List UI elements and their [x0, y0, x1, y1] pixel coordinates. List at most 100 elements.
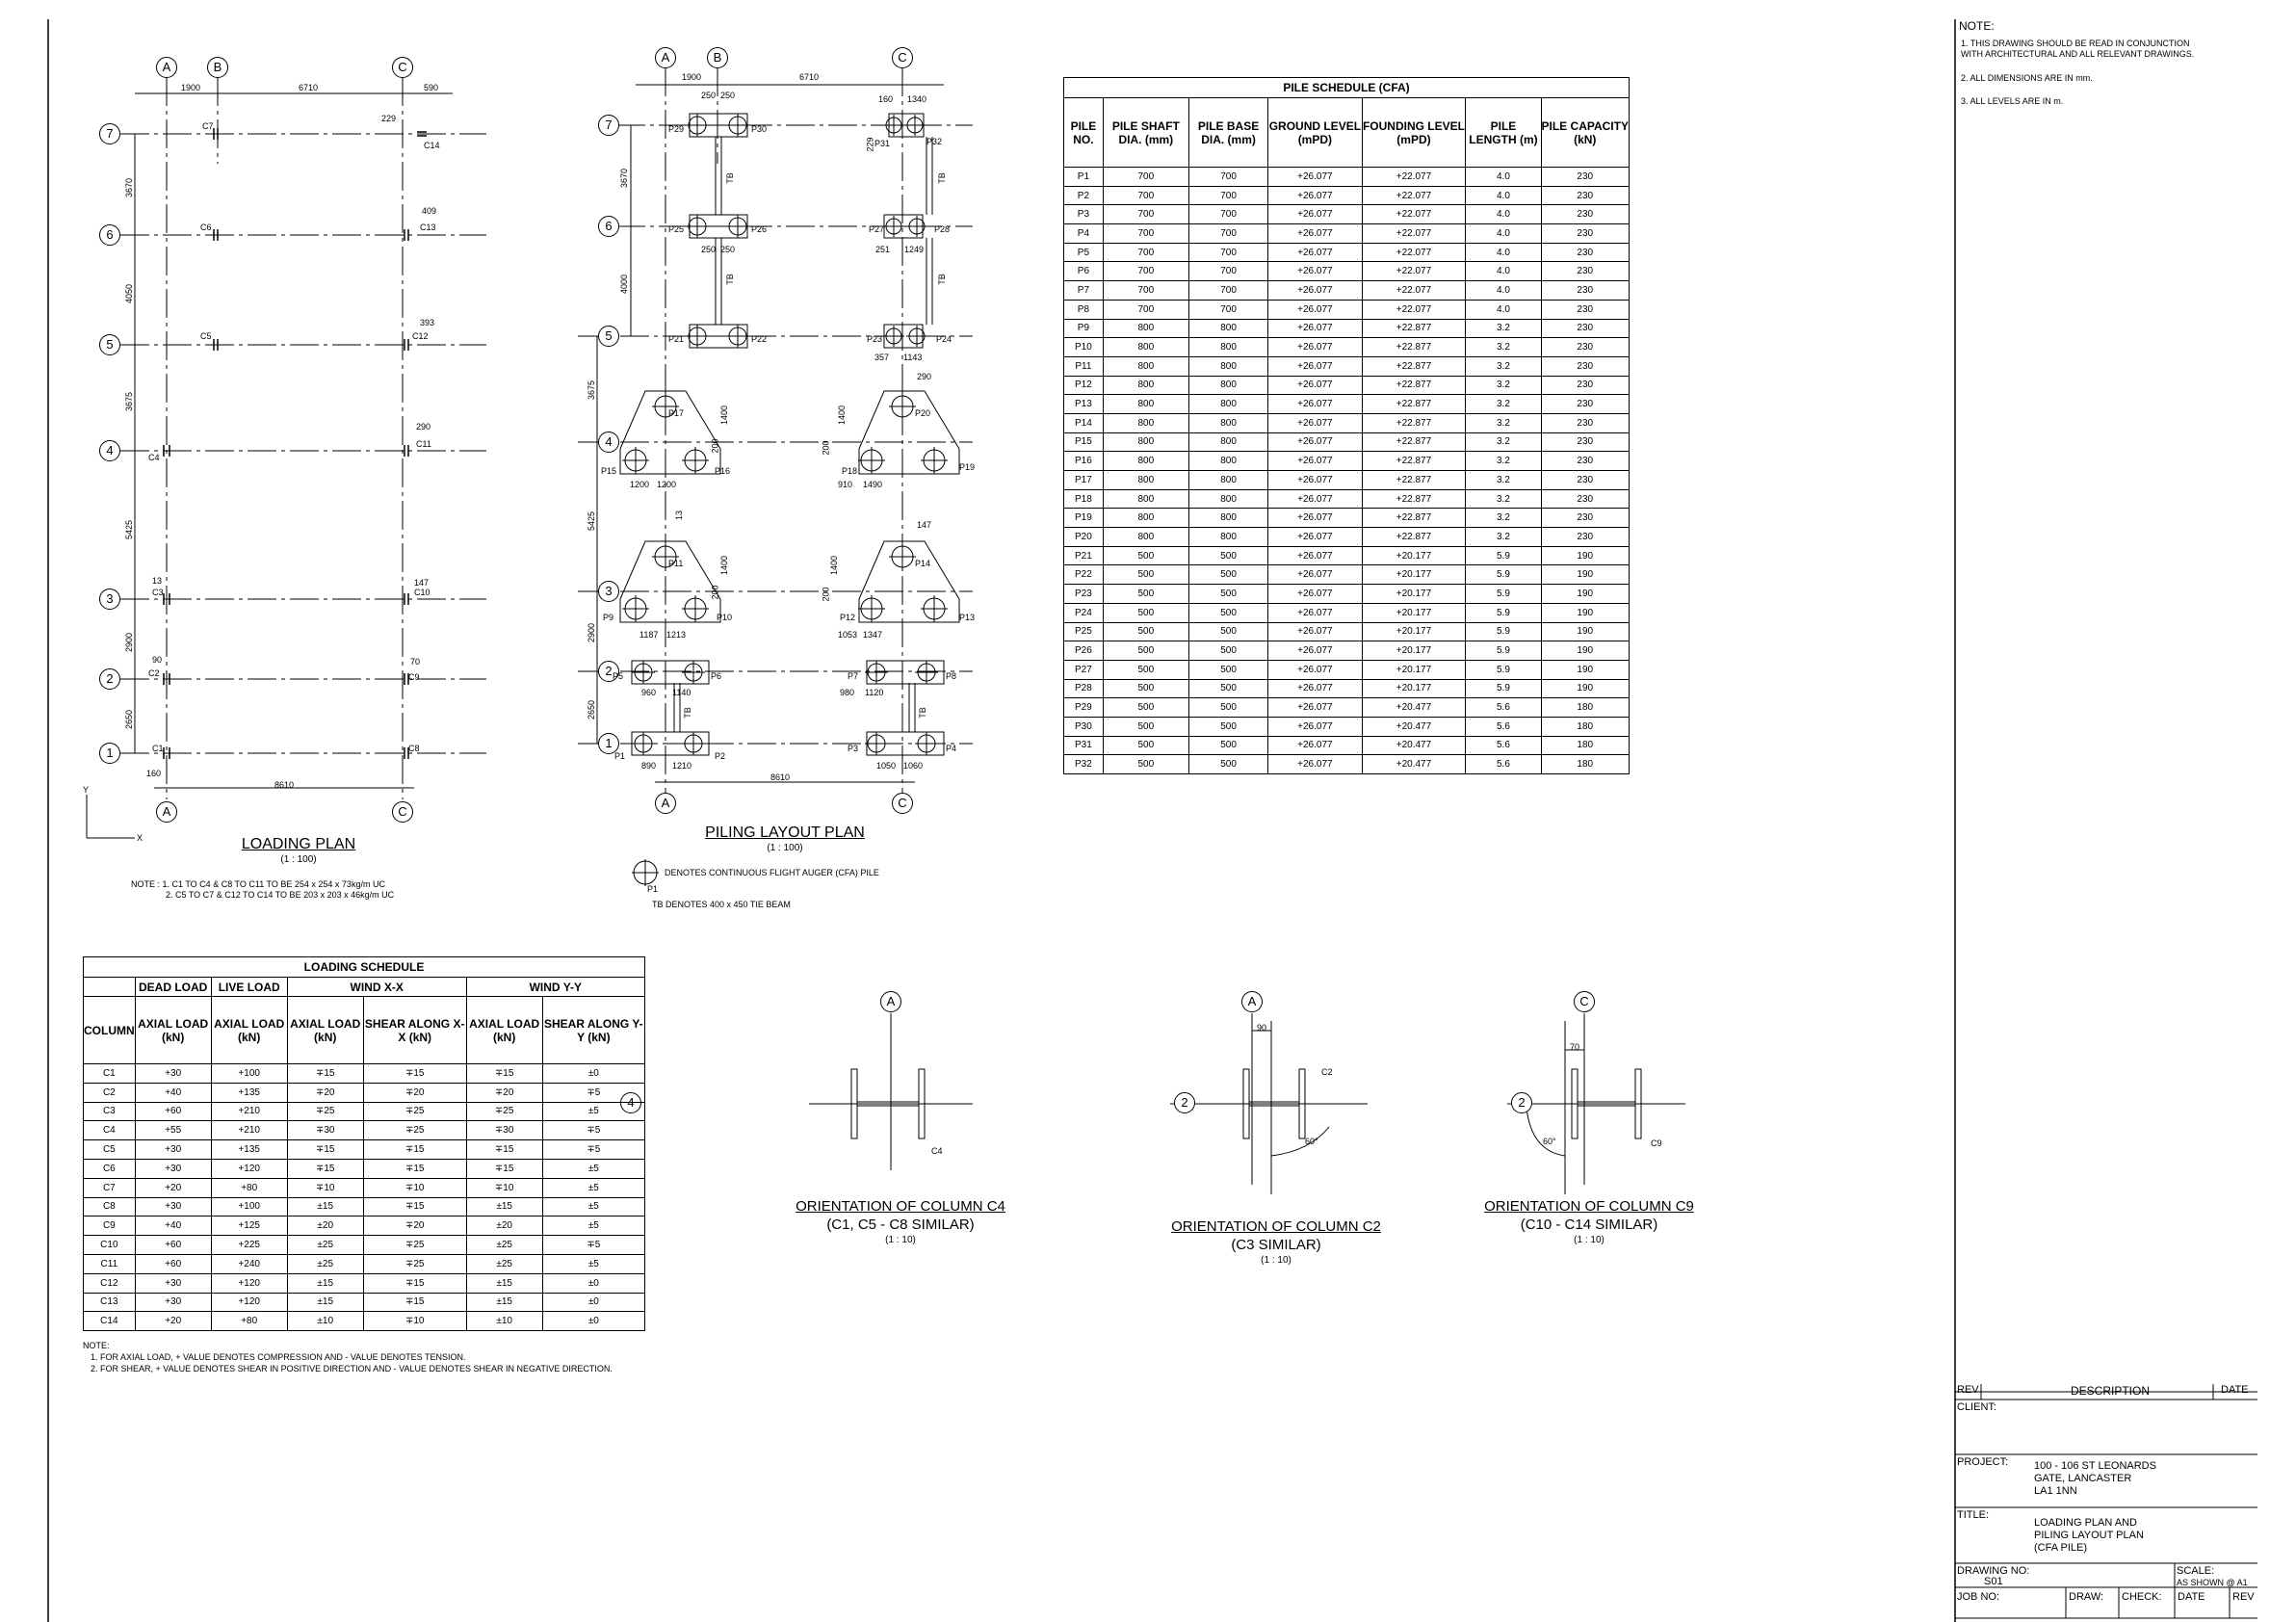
tb-rev2: REV: [2232, 1591, 2255, 1603]
table-cell: 190: [1540, 545, 1630, 566]
table-cell: C4: [83, 1120, 136, 1141]
pile-label-P30: P30: [751, 124, 768, 134]
table-cell: ∓5: [541, 1120, 646, 1141]
detail-grid-bubble-A: A: [880, 991, 901, 1012]
loading-plan-note-1: NOTE : 1. C1 TO C4 & C8 TO C11 TO BE 254…: [131, 879, 385, 889]
table-cell: 230: [1540, 527, 1630, 547]
pile-header-cell: PILE CAPACITY (kN): [1540, 97, 1630, 168]
column-label-C7: C7: [202, 121, 214, 131]
table-cell: P25: [1063, 621, 1104, 642]
table-cell: 500: [1102, 584, 1189, 604]
table-cell: 230: [1540, 242, 1630, 263]
table-cell: 700: [1187, 185, 1269, 206]
tb-drawing-no: S01: [1984, 1576, 2003, 1587]
table-cell: P4: [1063, 223, 1104, 244]
table-cell: +30: [134, 1139, 212, 1160]
table-cell: +22.877: [1361, 432, 1467, 453]
tie-beam-label: TB: [936, 172, 947, 184]
table-cell: ∓25: [465, 1101, 543, 1122]
table-cell: +60: [134, 1235, 212, 1255]
table-cell: 500: [1102, 545, 1189, 566]
table-cell: ∓15: [465, 1158, 543, 1179]
table-cell: +20.177: [1361, 621, 1467, 642]
table-cell: 500: [1102, 754, 1189, 774]
table-cell: ±5: [541, 1253, 646, 1274]
table-cell: P16: [1063, 451, 1104, 471]
table-cell: +26.077: [1267, 735, 1363, 756]
table-cell: 800: [1102, 337, 1189, 357]
table-cell: ∓15: [362, 1292, 467, 1313]
table-cell: ±20: [465, 1216, 543, 1237]
table-cell: ±5: [541, 1158, 646, 1179]
table-cell: 4.0: [1465, 261, 1542, 282]
table-cell: 190: [1540, 678, 1630, 699]
pile-label-P28: P28: [934, 224, 951, 234]
table-cell: ∓15: [362, 1158, 467, 1179]
pile-label-P14: P14: [915, 559, 931, 568]
table-cell: P17: [1063, 470, 1104, 490]
table-cell: 4.0: [1465, 185, 1542, 206]
table-cell: +22.877: [1361, 394, 1467, 414]
column-label-C14: C14: [424, 141, 440, 150]
dim-label: 3670: [619, 168, 630, 189]
grid-bubble-C: C: [892, 47, 913, 68]
table-cell: ∓20: [362, 1082, 467, 1103]
column-label-C3: C3: [152, 588, 164, 597]
table-cell: P31: [1063, 735, 1104, 756]
dim-label: 229: [381, 114, 397, 123]
table-row: C10+60+225±25∓25±25∓5: [83, 1235, 646, 1255]
table-cell: 800: [1102, 412, 1189, 433]
table-cell: P18: [1063, 488, 1104, 510]
table-cell: +26.077: [1267, 621, 1363, 642]
table-cell: 190: [1540, 621, 1630, 642]
blank-group: [83, 977, 136, 997]
grid-bubble-A: A: [655, 47, 676, 68]
dim-label: 147: [917, 520, 932, 530]
table-cell: +26.077: [1267, 167, 1363, 187]
table-cell: 500: [1187, 678, 1269, 699]
table-cell: 3.2: [1465, 412, 1542, 433]
pile-label-P8: P8: [946, 671, 957, 681]
table-cell: 700: [1102, 204, 1189, 225]
table-cell: 230: [1540, 412, 1630, 433]
grid-bubble-2: 2: [99, 668, 120, 690]
tb-check: CHECK:: [2122, 1591, 2162, 1603]
table-cell: +20: [134, 1311, 212, 1332]
table-cell: P7: [1063, 280, 1104, 301]
pile-label-P25: P25: [668, 224, 685, 234]
column-label-C8: C8: [408, 744, 420, 753]
table-cell: 500: [1187, 641, 1269, 661]
dim-label: 1400: [719, 405, 730, 426]
table-cell: 800: [1187, 488, 1269, 510]
table-cell: +22.077: [1361, 242, 1467, 263]
table-cell: +26.077: [1267, 375, 1363, 396]
grid-bubble-5: 5: [99, 334, 120, 355]
grid-bubble-A: A: [156, 57, 177, 78]
note-1a: 1. THIS DRAWING SHOULD BE READ IN CONJUN…: [1961, 39, 2190, 48]
dim-label: 1340: [907, 94, 927, 104]
table-cell: 180: [1540, 754, 1630, 774]
pile-label-P2: P2: [715, 751, 726, 761]
dim-label: 200: [821, 440, 831, 456]
table-cell: +26.077: [1267, 602, 1363, 623]
table-cell: 3.2: [1465, 488, 1542, 510]
table-cell: +22.877: [1361, 318, 1467, 339]
note-2: 2. ALL DIMENSIONS ARE IN mm.: [1961, 73, 2093, 83]
table-cell: +30: [134, 1063, 212, 1084]
table-cell: ∓25: [362, 1101, 467, 1122]
table-cell: +26.077: [1267, 185, 1363, 206]
table-cell: 500: [1102, 697, 1189, 718]
detail-subtitle: (C10 - C14 SIMILAR): [1520, 1216, 1658, 1233]
angle-label: 60°: [1305, 1137, 1318, 1146]
dim-label: 70: [1570, 1042, 1580, 1052]
table-cell: +20.177: [1361, 602, 1467, 623]
table-cell: P12: [1063, 375, 1104, 396]
pile-label-P32: P32: [926, 137, 943, 146]
dim-label: 1060: [903, 761, 924, 771]
tb-project-1: 100 - 106 ST LEONARDS: [2034, 1460, 2156, 1472]
table-cell: 800: [1187, 432, 1269, 453]
dim-label: 1347: [863, 630, 883, 640]
